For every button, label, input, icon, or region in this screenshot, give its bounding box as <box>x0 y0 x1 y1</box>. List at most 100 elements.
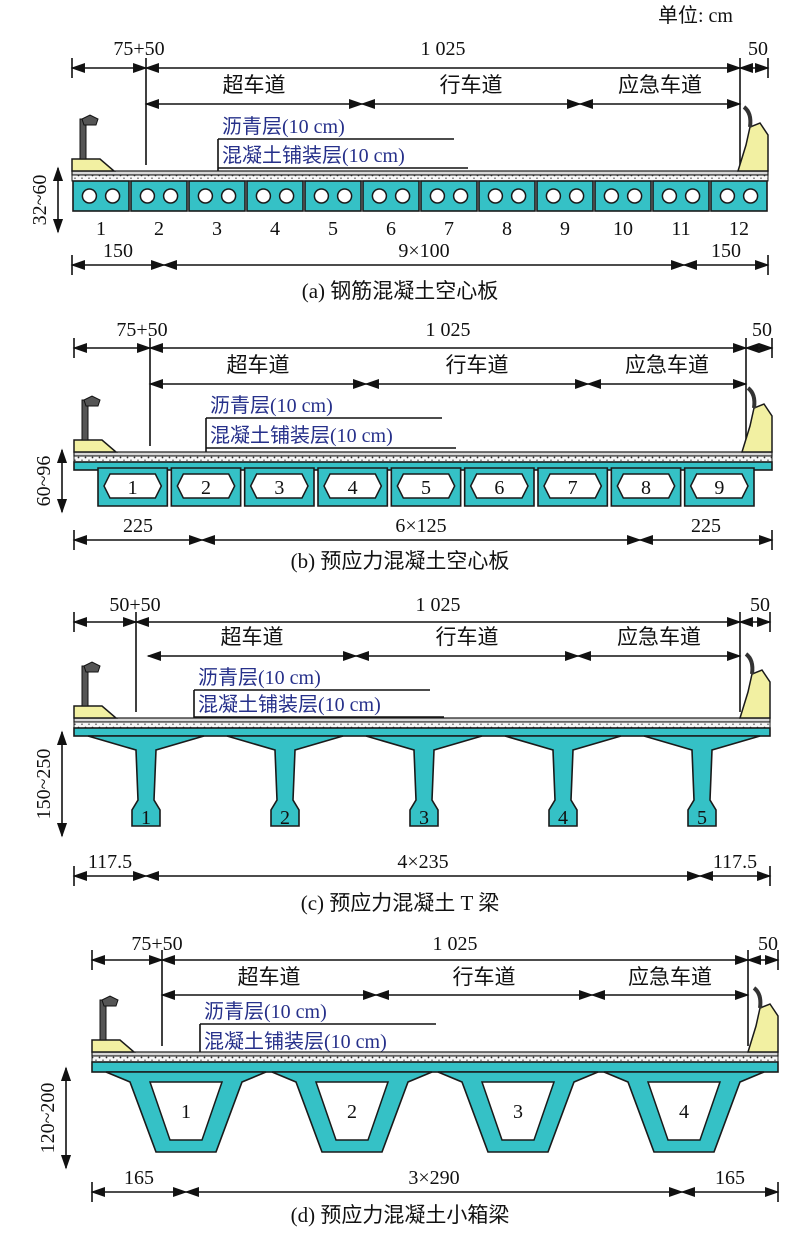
lane-label: 行车道 <box>446 353 509 377</box>
panel-caption: (c) 预应力混凝土 T 梁 <box>301 891 500 915</box>
top-dim-left: 75+50 <box>113 38 164 60</box>
concrete-pavement-layer <box>73 455 773 463</box>
left-barrier <box>91 1039 137 1053</box>
girder-number: 6 <box>494 477 504 499</box>
hollow-slab-girder <box>594 180 652 212</box>
slab-void <box>543 473 603 499</box>
slab-void <box>545 188 562 204</box>
right-railing <box>744 652 755 675</box>
slab-void <box>103 473 163 499</box>
panel-caption: (a) 钢筋混凝土空心板 <box>302 279 499 303</box>
t-girder <box>504 735 622 827</box>
deck-flange <box>91 1061 779 1073</box>
girder-number: 9 <box>714 477 724 499</box>
girder-number: 11 <box>671 218 690 240</box>
slab-void <box>162 188 179 204</box>
asphalt-layer <box>73 451 773 457</box>
hollow-slab-girder <box>478 180 536 212</box>
slab-void <box>197 188 214 204</box>
slab-void <box>323 473 383 499</box>
left-lamp-head <box>81 114 99 126</box>
slab-void <box>689 473 749 499</box>
girder-number: 3 <box>513 1101 523 1123</box>
slab-void <box>396 473 456 499</box>
slab-void <box>394 188 411 204</box>
girder-number: 10 <box>613 218 633 240</box>
lane-label: 超车道 <box>238 965 301 989</box>
unit-label: 单位: cm <box>658 4 733 27</box>
slab-void <box>249 473 309 499</box>
lane-label: 行车道 <box>453 965 516 989</box>
lane-label: 应急车道 <box>617 625 701 649</box>
t-girder <box>365 735 483 827</box>
girder-number: 1 <box>128 477 138 499</box>
slab-void <box>313 188 330 204</box>
slab-void <box>719 188 736 204</box>
bottom-dim-right-label: 117.5 <box>713 851 757 873</box>
girder-number: 2 <box>201 477 211 499</box>
top-dim-right: 50 <box>752 319 772 341</box>
bottom-dim-left-label: 165 <box>124 1167 154 1189</box>
top-dim-middle: 1 025 <box>416 594 461 616</box>
slab-void <box>616 473 676 499</box>
left-barrier <box>71 158 117 172</box>
concrete-pavement-layer <box>71 174 769 182</box>
hollow-slab-girder <box>710 180 768 212</box>
slab-void <box>220 188 237 204</box>
hollow-slab-girder <box>420 180 478 212</box>
girder-number: 4 <box>679 1101 689 1123</box>
box-void <box>148 1081 224 1141</box>
girder-number: 5 <box>421 477 431 499</box>
slab-void <box>336 188 353 204</box>
bottom-dim-middle-label: 6×125 <box>395 515 446 537</box>
box-void <box>314 1081 390 1141</box>
right-railing <box>742 105 753 128</box>
left-barrier <box>73 439 119 453</box>
t-girder <box>226 735 344 827</box>
layer-label-concrete: 混凝土铺装层(10 cm) <box>198 693 381 716</box>
bottom-dim-left-label: 150 <box>103 240 133 262</box>
layer-label-concrete: 混凝土铺装层(10 cm) <box>210 424 393 447</box>
hollow-slab-girder <box>536 180 594 212</box>
slab-void <box>81 188 98 204</box>
t-girder <box>87 735 205 827</box>
hollow-slab-girder <box>72 180 130 212</box>
slab-void <box>452 188 469 204</box>
girder-number: 1 <box>96 218 106 240</box>
bottom-dim-right-label: 225 <box>691 515 721 537</box>
asphalt-layer <box>73 717 771 723</box>
lane-label: 应急车道 <box>628 965 712 989</box>
top-dim-left: 50+50 <box>109 594 160 616</box>
slab-void <box>568 188 585 204</box>
asphalt-layer <box>71 170 769 176</box>
girder-number: 2 <box>280 807 290 829</box>
height-label: 60~96 <box>33 456 55 507</box>
deck-flange <box>73 727 771 737</box>
top-dim-middle: 1 025 <box>433 933 478 955</box>
hollow-slab-girder <box>246 180 304 212</box>
lane-label: 行车道 <box>436 625 499 649</box>
slab-void <box>176 473 236 499</box>
height-label: 150~250 <box>33 749 55 820</box>
slab-void <box>371 188 388 204</box>
box-void <box>480 1081 556 1141</box>
girder-number: 4 <box>558 807 568 829</box>
right-barrier <box>736 122 769 172</box>
left-barrier <box>73 705 119 719</box>
girder-number: 2 <box>154 218 164 240</box>
layer-label-asphalt: 沥青层(10 cm) <box>222 115 345 138</box>
hollow-slab-girder <box>652 180 710 212</box>
top-dim-right: 50 <box>748 38 768 60</box>
t-girder <box>643 735 761 827</box>
slab-void <box>603 188 620 204</box>
box-void <box>646 1081 722 1141</box>
top-dim-left: 75+50 <box>116 319 167 341</box>
girder-number: 7 <box>568 477 578 499</box>
height-label: 32~60 <box>29 175 51 226</box>
slab-void <box>469 473 529 499</box>
